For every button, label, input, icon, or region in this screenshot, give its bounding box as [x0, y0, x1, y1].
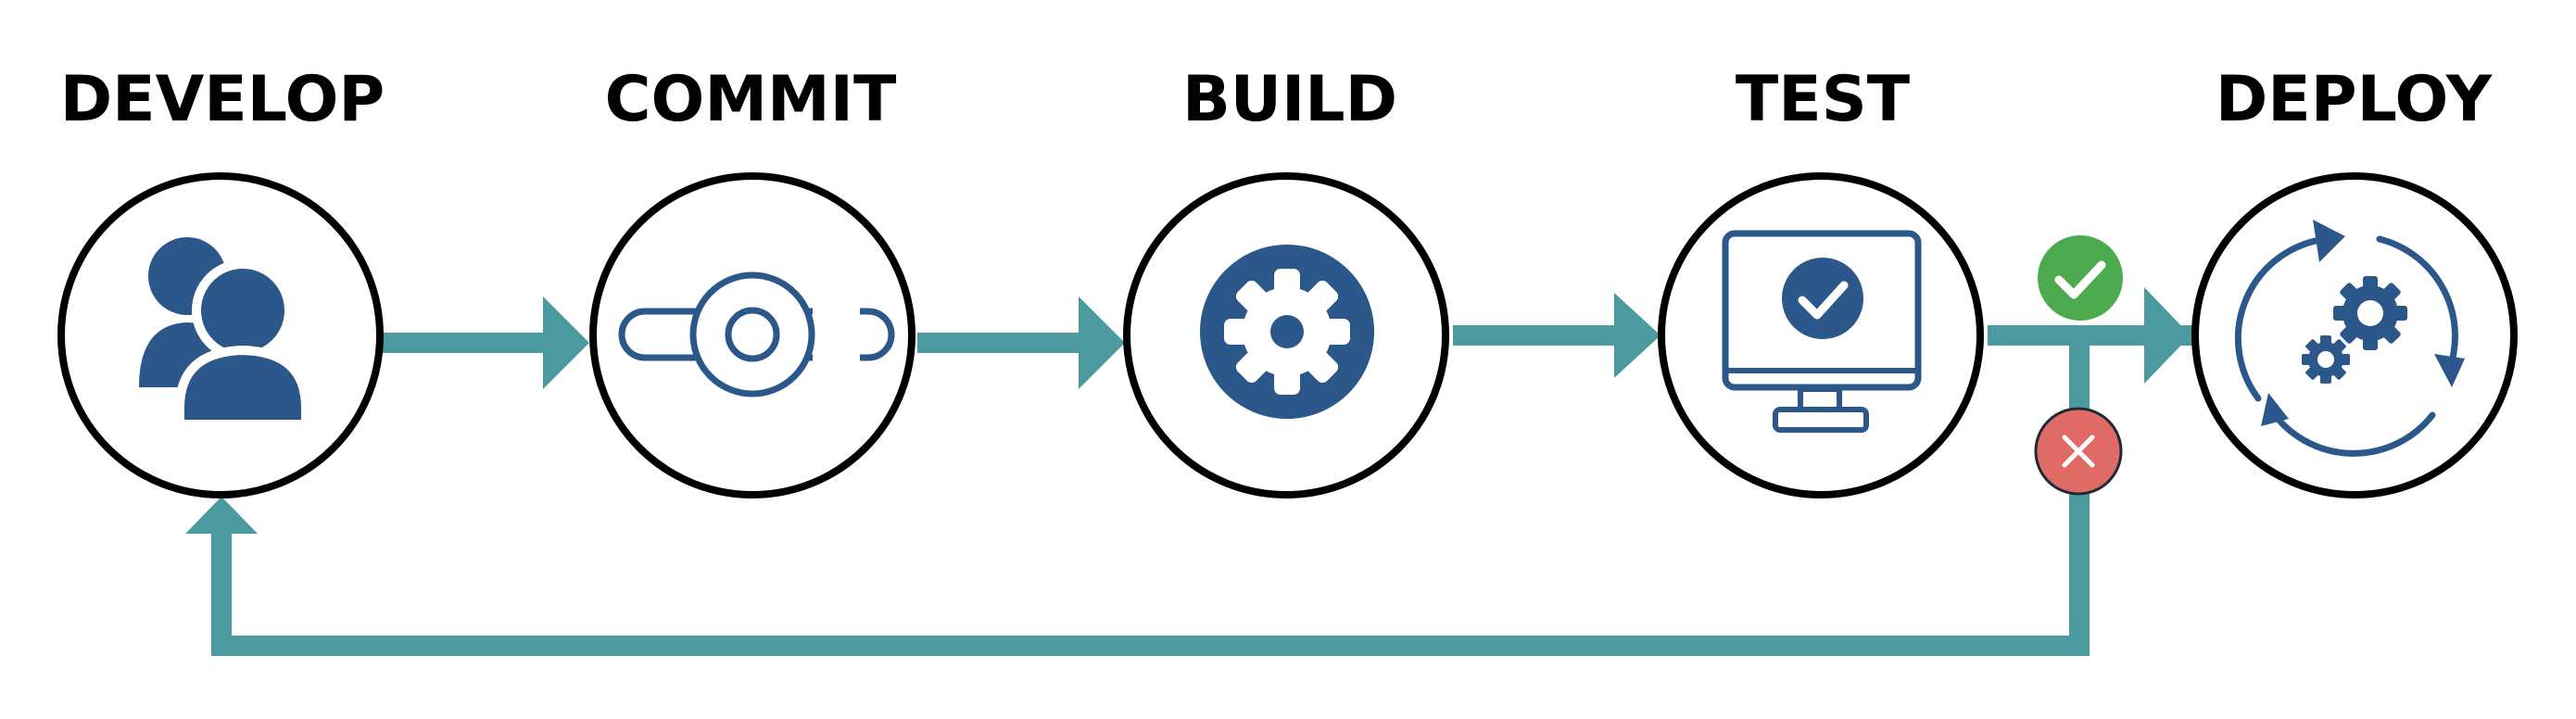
commit-icon	[618, 271, 895, 397]
cycle-gears-icon	[2234, 220, 2465, 457]
stage-label-commit: COMMIT	[605, 63, 897, 136]
arrow-commit-to-build	[917, 296, 1125, 389]
stage-label-test: TEST	[1736, 63, 1911, 136]
pass-check-icon	[2038, 235, 2123, 321]
arrow-test-to-deploy	[1988, 287, 2196, 384]
monitor-check-icon	[1722, 230, 1922, 433]
users-icon	[139, 237, 310, 429]
arrow-build-to-test	[1453, 293, 1661, 378]
arrow-develop-to-commit	[382, 296, 589, 389]
pipeline-arrows	[382, 287, 2196, 389]
stage-label-develop: DEVELOP	[60, 63, 385, 136]
stage-label-deploy: DEPLOY	[2216, 63, 2493, 136]
fail-x-icon	[2034, 407, 2123, 496]
stage-label-build: BUILD	[1182, 63, 1397, 136]
gear-icon	[1200, 245, 1374, 419]
